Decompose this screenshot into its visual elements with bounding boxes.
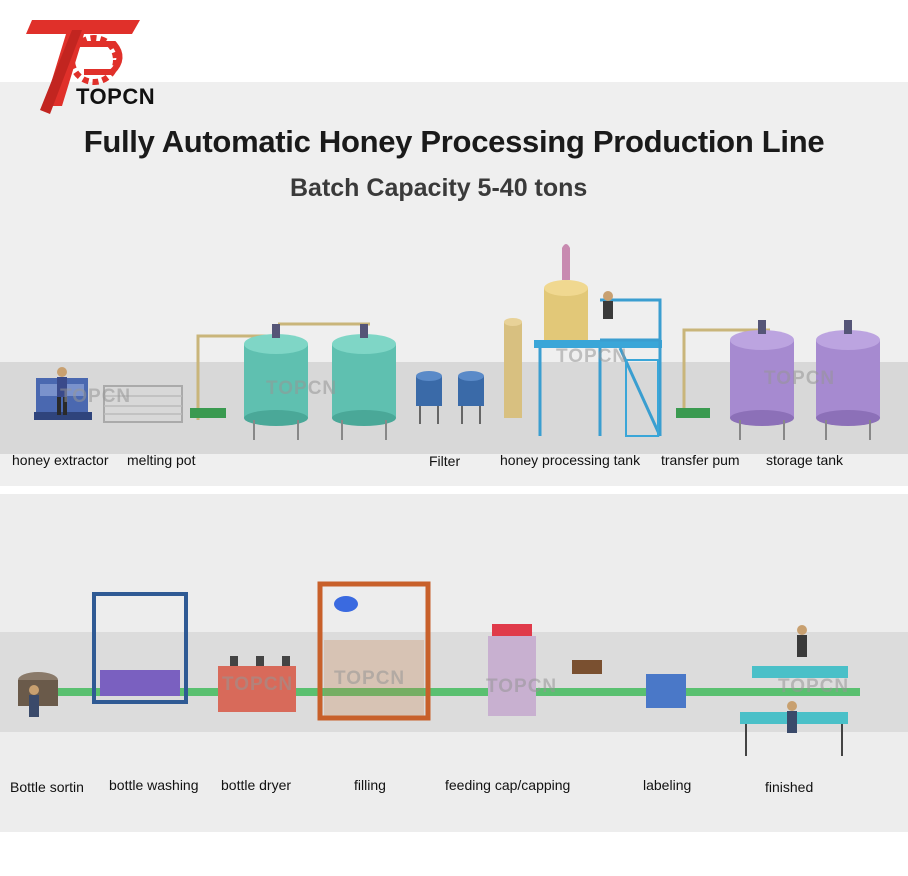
honey-processing-tank — [544, 244, 588, 340]
teal-tank-1 — [244, 324, 308, 440]
worker-figure-1 — [57, 367, 67, 415]
worker-figure-5 — [29, 685, 39, 717]
label-filter: Filter — [429, 453, 461, 469]
watermark: TOPCN — [334, 668, 406, 689]
melting-pot-machine — [103, 385, 183, 423]
watermark: TOPCN — [222, 674, 294, 695]
storage-tank-2 — [816, 320, 880, 440]
filling-machine — [317, 581, 431, 721]
capping-machine — [488, 624, 536, 716]
brand-name: TOPCN — [76, 84, 156, 109]
worker-figure-3 — [797, 625, 807, 657]
watermark: TOPCN — [60, 386, 132, 407]
label-melting-pot: melting pot — [127, 452, 196, 468]
label-honey-processing-tank: honey processing tank — [500, 452, 641, 468]
storage-tank-1 — [730, 320, 794, 440]
label-bottle-sorting: Bottle sortin — [10, 779, 84, 795]
label-filling: filling — [354, 777, 386, 793]
topcn-logo-icon — [26, 20, 140, 114]
page-subtitle: Batch Capacity 5-40 tons — [290, 174, 588, 202]
label-feeding-cap-capping: feeding cap/capping — [445, 777, 571, 793]
worker-figure-4 — [787, 701, 797, 733]
honey-extractor-machine — [34, 378, 92, 420]
label-finished: finished — [765, 779, 814, 795]
filter-units — [416, 371, 484, 424]
page-title: Fully Automatic Honey Processing Product… — [83, 124, 825, 159]
label-labeling: labeling — [643, 777, 692, 793]
watermark: TOPCN — [778, 676, 850, 697]
watermark: TOPCN — [556, 346, 628, 367]
teal-tank-2 — [332, 324, 396, 440]
bottle-washing-machine — [92, 592, 188, 704]
bottle-dryer-machine — [218, 656, 296, 712]
steel-platform — [534, 298, 662, 437]
label-storage-tank: storage tank — [766, 452, 844, 468]
label-transfer-pump: transfer pum — [661, 452, 740, 468]
cap-feeder — [572, 660, 602, 674]
label-bottle-dryer: bottle dryer — [221, 777, 292, 793]
conveyor-belt — [40, 688, 860, 696]
worker-figure-2 — [603, 291, 613, 319]
watermark: TOPCN — [266, 378, 338, 399]
label-honey-extractor: honey extractor — [12, 452, 109, 468]
processing-column — [504, 318, 522, 418]
watermark: TOPCN — [764, 368, 836, 389]
labeling-machine — [646, 674, 686, 708]
watermark: TOPCN — [486, 676, 558, 697]
label-bottle-washing: bottle washing — [109, 777, 199, 793]
